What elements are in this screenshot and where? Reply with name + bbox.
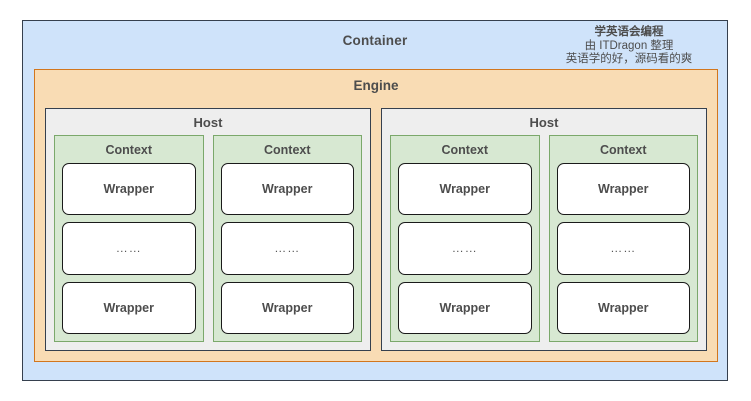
wrapper-ellipsis-box: …… xyxy=(62,222,196,275)
wrapper-box: Wrapper xyxy=(556,281,690,334)
contexts-row: Context Wrapper …… Wrapper Context Wrapp… xyxy=(46,135,370,350)
contexts-row: Context Wrapper …… Wrapper Context Wrapp… xyxy=(382,135,706,350)
watermark-line-2: 由 ITDragon 整理 xyxy=(584,39,674,52)
context-box: Context Wrapper …… Wrapper xyxy=(54,135,204,342)
wrapper-box: Wrapper xyxy=(398,281,532,334)
wrapper-ellipsis-box: …… xyxy=(556,222,690,275)
wrapper-ellipsis-box: …… xyxy=(220,222,354,275)
context-title: Context xyxy=(599,143,647,157)
host-title: Host xyxy=(529,115,559,130)
wrapper-ellipsis-box: …… xyxy=(398,222,532,275)
context-title: Context xyxy=(105,143,153,157)
watermark: 学英语会编程 由 ITDragon 整理 英语学的好，源码看的爽 xyxy=(539,26,719,67)
wrapper-box: Wrapper xyxy=(220,163,354,216)
wrapper-box: Wrapper xyxy=(220,281,354,334)
wrapper-box: Wrapper xyxy=(62,163,196,216)
context-box: Context Wrapper …… Wrapper xyxy=(390,135,540,342)
host-title: Host xyxy=(193,115,223,130)
wrapper-list: Wrapper …… Wrapper xyxy=(398,163,532,334)
wrapper-box: Wrapper xyxy=(62,281,196,334)
watermark-line-3: 英语学的好，源码看的爽 xyxy=(565,53,693,65)
host-box: Host Context Wrapper …… Wrapper Context xyxy=(45,108,371,351)
wrapper-box: Wrapper xyxy=(398,163,532,216)
context-title: Context xyxy=(263,143,311,157)
wrapper-list: Wrapper …… Wrapper xyxy=(220,163,354,334)
engine-box: Engine Host Context Wrapper …… Wrapper xyxy=(34,69,718,362)
context-box: Context Wrapper …… Wrapper xyxy=(548,135,698,342)
hosts-row: Host Context Wrapper …… Wrapper Context xyxy=(45,108,707,351)
context-box: Context Wrapper …… Wrapper xyxy=(212,135,362,342)
container-box: Container 学英语会编程 由 ITDragon 整理 英语学的好，源码看… xyxy=(22,20,728,381)
wrapper-list: Wrapper …… Wrapper xyxy=(62,163,196,334)
context-title: Context xyxy=(441,143,489,157)
container-title: Container xyxy=(342,33,408,48)
watermark-line-1: 学英语会编程 xyxy=(594,26,664,38)
wrapper-list: Wrapper …… Wrapper xyxy=(556,163,690,334)
engine-title: Engine xyxy=(353,78,399,93)
wrapper-box: Wrapper xyxy=(556,163,690,216)
host-box: Host Context Wrapper …… Wrapper Context xyxy=(381,108,707,351)
